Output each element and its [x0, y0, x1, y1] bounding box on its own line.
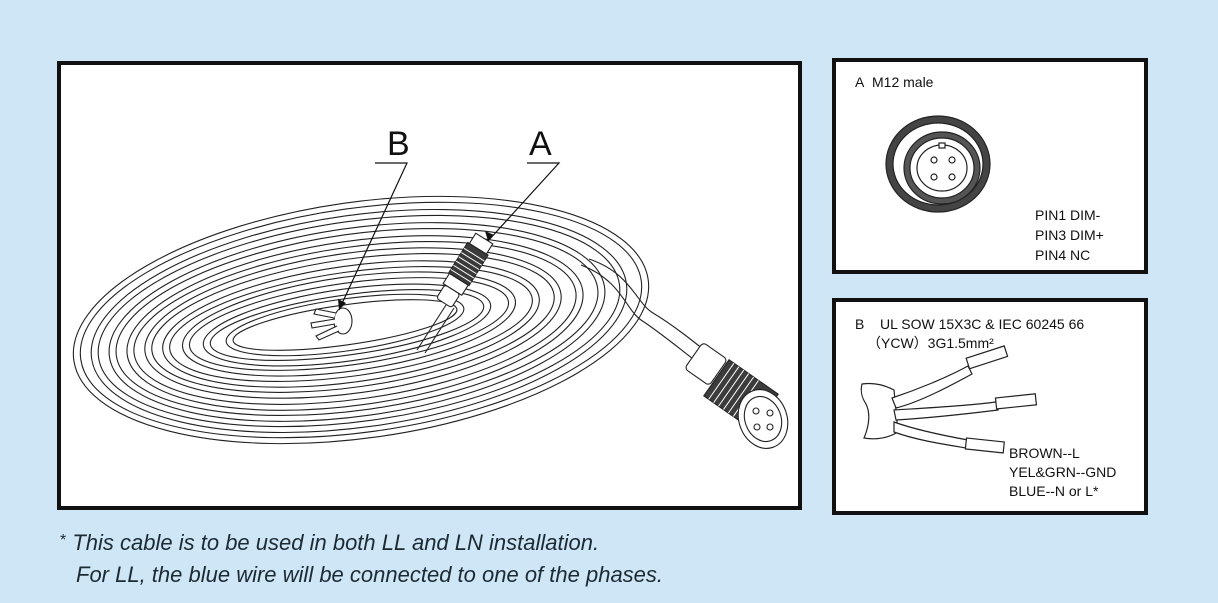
lead-to-connector-a	[416, 304, 455, 354]
coiled-cable-illustration	[72, 162, 789, 449]
connector-female	[685, 343, 789, 449]
cable-tail	[580, 258, 714, 366]
cable-coil-rings	[72, 195, 650, 445]
callout-b-arrowhead	[338, 299, 346, 310]
wire-lower	[893, 421, 969, 449]
cable-jacket	[860, 382, 899, 440]
stripped-wires-drawing	[860, 345, 1038, 454]
cable-drawing-panel: B A	[57, 61, 802, 510]
footnote-line-1: * This cable is to be used in both LL an…	[60, 530, 599, 556]
connector-a-detail-panel: A M12 male PIN1 DIM- PIN3 DIM+ PIN4 NC	[832, 58, 1148, 274]
cable-b-detail-panel: B UL SOW 15X3C & IEC 60245 66 （YCW）3G1.5…	[832, 298, 1148, 515]
footnote-star: *	[60, 532, 67, 549]
pin3-label: PIN3 DIM+	[1035, 227, 1104, 243]
wire-upper-tip	[965, 345, 1009, 370]
wire-middle	[893, 401, 999, 421]
panel-b-title: UL SOW 15X3C & IEC 60245 66	[880, 316, 1085, 332]
connector-a-male	[436, 232, 494, 308]
footnote-line-2: For LL, the blue wire will be connected …	[76, 562, 664, 587]
panel-b-letter: B	[855, 316, 865, 332]
callout-a-label: A	[529, 125, 552, 163]
callout-b-label: B	[387, 125, 410, 163]
wire-middle-tip	[994, 393, 1038, 410]
stripped-wire-end-b	[310, 307, 353, 341]
wire-brown-label: BROWN--L	[1009, 445, 1080, 461]
callout-b-leader	[338, 162, 408, 311]
wire-lower-tip	[964, 437, 1005, 454]
callout-a-arrowhead	[485, 231, 494, 241]
footnote-line-1-text: This cable is to be used in both LL and …	[72, 530, 600, 555]
wire-yelgrn-label: YEL&GRN--GND	[1009, 464, 1117, 480]
pin4-label: PIN4 NC	[1035, 247, 1091, 263]
wire-blue-label: BLUE--N or L*	[1009, 483, 1099, 499]
panel-a-letter: A	[855, 74, 865, 90]
panel-b-subtitle: （YCW）3G1.5mm²	[867, 335, 994, 351]
pin1-label: PIN1 DIM-	[1035, 207, 1101, 223]
m12-male-connector-drawing	[885, 115, 991, 213]
wire-upper	[891, 365, 973, 409]
panel-a-title: M12 male	[872, 74, 934, 90]
callout-a-leader	[487, 162, 561, 242]
